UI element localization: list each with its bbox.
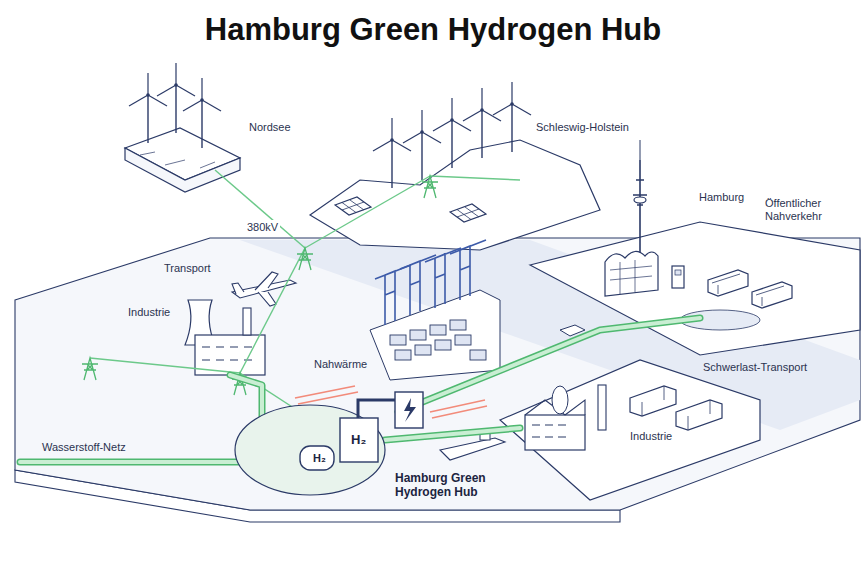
port-part — [450, 240, 486, 300]
hamburg-plate-part — [610, 260, 652, 294]
hydrogen-pipelines — [20, 318, 700, 462]
schleswig-holstein-land-part — [493, 82, 531, 152]
left-industry-part — [202, 347, 252, 360]
illustration-part — [422, 176, 438, 198]
hamburg-plate-part — [605, 251, 658, 296]
schleswig-holstein-land — [310, 82, 600, 250]
industry-plate-part — [676, 400, 722, 430]
hydrogen-hub-part — [395, 392, 423, 428]
hamburg-plate-part — [675, 270, 681, 275]
district-heat-lines-part — [432, 406, 487, 418]
hamburg-plate-part — [708, 270, 748, 296]
left-industry-part — [243, 308, 251, 335]
hydrogen-hub-part — [235, 405, 385, 495]
title: Hamburg Green Hydrogen Hub — [0, 12, 866, 48]
power-lines-part — [90, 358, 240, 373]
illustration-part — [297, 248, 313, 270]
industry-plate-part — [525, 415, 585, 450]
power-lines-part — [215, 170, 305, 248]
hamburg-plate — [530, 140, 860, 355]
tank-label: H₂ — [311, 451, 328, 466]
port-part — [415, 345, 431, 355]
offshore-platform-part — [129, 73, 167, 143]
port-part — [395, 350, 411, 360]
power-lines-part — [305, 176, 430, 248]
place-label: Öffentlicher Nahverkehr — [763, 196, 847, 224]
offshore-platform-part — [157, 63, 195, 133]
tank-label: H₂ — [349, 431, 368, 449]
illustration-part — [82, 358, 98, 380]
hamburg-plate-part — [672, 266, 684, 288]
airplane — [232, 272, 296, 306]
schleswig-holstein-land-part — [373, 118, 411, 188]
industry-plate-part — [500, 360, 760, 500]
industry-plate-part — [532, 425, 566, 437]
offshore-platform-part — [125, 148, 240, 192]
place-label: Transport — [162, 261, 213, 276]
port-part — [425, 248, 461, 308]
hydrogen-hub-part — [300, 446, 334, 470]
place-label: Industrie — [628, 429, 674, 444]
power-lines — [90, 170, 520, 412]
place-label: Hamburg — [697, 190, 746, 205]
schleswig-holstein-land-part — [403, 110, 441, 180]
port-part — [410, 330, 426, 340]
industry-plate — [500, 360, 760, 500]
district-heat-lines-part — [430, 400, 485, 412]
place-label: Schwerlast-Transport — [701, 360, 809, 375]
port — [370, 240, 585, 380]
port-part — [400, 255, 436, 315]
hydrogen-pipelines-part — [20, 318, 700, 462]
hamburg-plate-part — [634, 197, 646, 203]
ship-part — [440, 438, 505, 460]
port-part — [470, 350, 486, 360]
schleswig-holstein-land-part — [463, 88, 501, 158]
industry-plate-part — [630, 386, 676, 416]
place-label: Industrie — [126, 305, 172, 320]
port-part — [435, 340, 451, 350]
place-label: 380kV — [245, 220, 280, 235]
port-part — [375, 265, 411, 325]
left-industry — [185, 300, 265, 375]
ground-plate — [15, 238, 860, 522]
port-part — [390, 335, 406, 345]
place-label: Nahwärme — [312, 357, 369, 372]
schleswig-holstein-land-part — [433, 98, 471, 168]
place-label: Wasserstoff-Netz — [40, 440, 128, 455]
airplane-part — [232, 272, 278, 306]
hydrogen-hub-part — [340, 418, 378, 462]
industry-plate-part — [598, 385, 606, 430]
hydrogen-hub-part — [358, 400, 398, 418]
district-heat-lines-part — [295, 386, 355, 398]
industry-plate-part — [552, 386, 568, 414]
port-part — [430, 325, 446, 335]
port-part — [455, 335, 471, 345]
port-part — [450, 320, 466, 330]
hamburg-plate-part — [640, 140, 641, 160]
place-label: Schleswig-Holstein — [534, 120, 631, 135]
power-lines-part — [240, 248, 305, 373]
hydrogen-hub-part — [404, 398, 416, 422]
district-heat-lines-part — [298, 392, 358, 404]
hydrogen-pipelines-part — [20, 318, 700, 462]
offshore-platform — [125, 63, 240, 192]
schleswig-holstein-land-part — [310, 140, 600, 250]
hamburg-plate-part — [752, 282, 792, 308]
hub-label: Hamburg Green Hydrogen Hub — [393, 470, 522, 501]
offshore-platform-part — [140, 152, 215, 168]
ground-plate-part — [15, 238, 860, 510]
power-lines-part — [430, 176, 520, 180]
offshore-platform-part — [183, 78, 221, 148]
schleswig-holstein-land-part — [450, 204, 486, 222]
place-label: Nordsee — [247, 120, 293, 135]
